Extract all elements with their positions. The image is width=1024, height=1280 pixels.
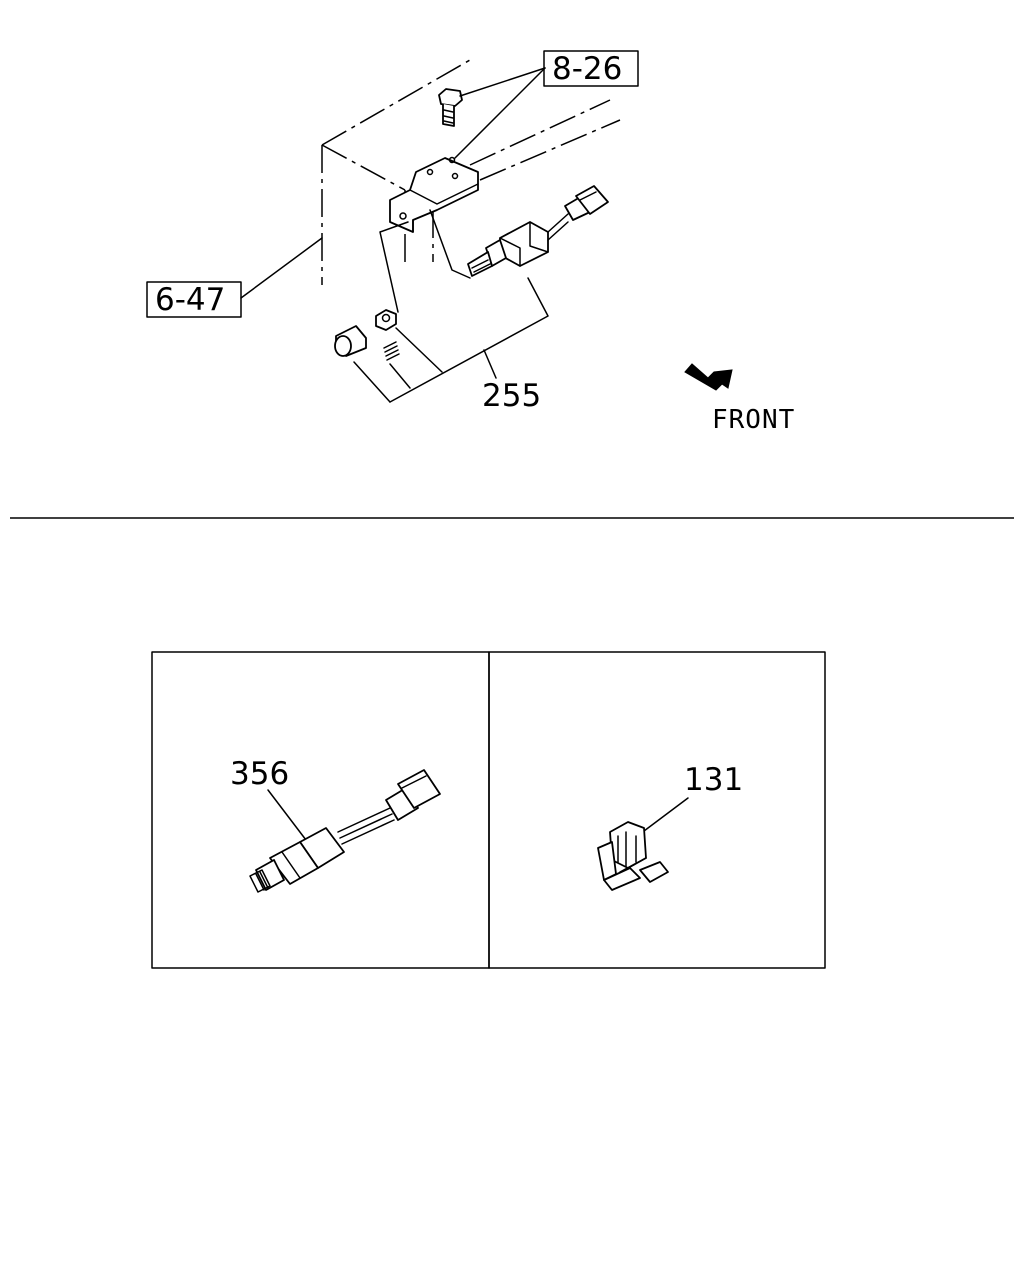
detail-panel-131: 131 <box>488 651 826 969</box>
callout-6-47: 6-47 <box>155 282 225 318</box>
front-label: FRONT <box>712 405 795 435</box>
pressure-switch-part <box>467 185 609 277</box>
callout-box-6-47 <box>146 281 242 318</box>
frame-rail-assembly: 8-26 <box>146 50 639 414</box>
bolt-part <box>438 88 463 127</box>
cap-nut-spring-parts <box>334 309 400 361</box>
callout-356: 356 <box>230 756 289 792</box>
detail-panel-356: 356 <box>151 651 490 969</box>
callout-255: 255 <box>482 378 541 414</box>
front-arrow-icon <box>684 363 733 391</box>
callout-8-26: 8-26 <box>552 51 622 87</box>
front-direction: FRONT <box>684 363 795 435</box>
callout-131: 131 <box>684 762 743 798</box>
